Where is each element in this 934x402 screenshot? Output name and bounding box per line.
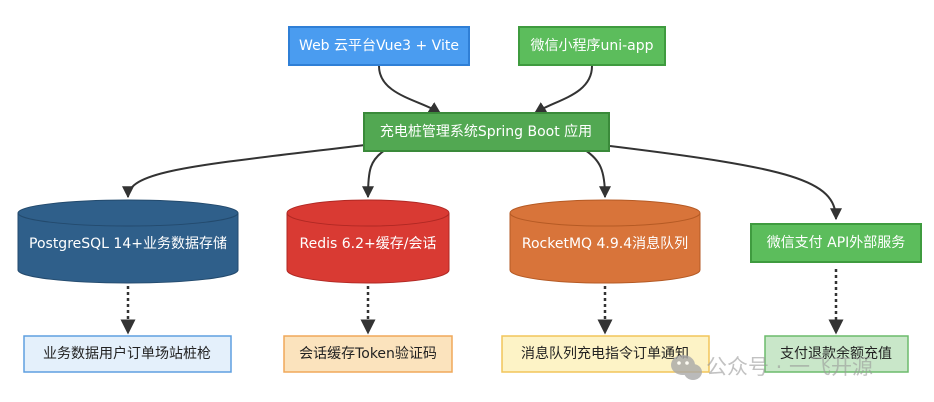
node-pg[interactable]: PostgreSQL 14+业务数据存储 xyxy=(17,199,239,284)
node-pay[interactable]: 微信支付 API外部服务 xyxy=(750,223,922,263)
node-mq-label: RocketMQ 4.9.4消息队列 xyxy=(522,235,688,252)
node-mini[interactable]: 微信小程序uni-app xyxy=(518,26,666,66)
node-mq[interactable]: RocketMQ 4.9.4消息队列 xyxy=(509,199,701,284)
node-web-box xyxy=(288,26,470,66)
node-redis-note-label: 会话缓存Token验证码 xyxy=(299,346,437,362)
node-app-label: 充电桩管理系统Spring Boot 应用 xyxy=(380,123,592,140)
node-mini-label: 微信小程序uni-app xyxy=(530,38,653,54)
node-pay-label: 微信支付 API外部服务 xyxy=(767,235,906,251)
node-web[interactable]: Web 云平台Vue3 + Vite xyxy=(288,26,470,66)
node-pg-body xyxy=(17,199,239,284)
node-web-label: Web 云平台Vue3 + Vite xyxy=(299,38,459,54)
node-redis-note-box xyxy=(283,335,453,373)
node-pg-note-label: 业务数据用户订单场站桩枪 xyxy=(43,345,211,362)
node-pay-note-label: 支付退款余额充值 xyxy=(780,345,892,362)
edge-app-to-redis xyxy=(362,149,386,199)
edge-mini-to-app xyxy=(533,65,593,114)
edge-app-to-mq xyxy=(584,149,611,199)
node-redis-body xyxy=(286,199,450,284)
node-pg-top xyxy=(17,212,239,227)
node-redis-top xyxy=(286,212,450,227)
node-pg-note-box xyxy=(23,335,232,373)
edge-app-to-pg xyxy=(122,144,366,199)
edges xyxy=(120,65,844,335)
node-mq-body xyxy=(509,199,701,284)
node-pg-label: PostgreSQL 14+业务数据存储 xyxy=(29,236,227,252)
watermark-text: 公众号 · 一飞开源 xyxy=(706,355,873,379)
node-pay-note[interactable]: 支付退款余额充值 xyxy=(764,335,909,373)
node-redis-label: Redis 6.2+缓存/会话 xyxy=(300,236,437,252)
node-redis[interactable]: Redis 6.2+缓存/会话 xyxy=(286,199,450,284)
watermark: 公众号 · 一飞开源 xyxy=(671,355,873,380)
node-redis-note[interactable]: 会话缓存Token验证码 xyxy=(283,335,453,373)
node-app-box xyxy=(363,112,610,152)
edge-web-to-app xyxy=(378,65,442,114)
node-mini-box xyxy=(518,26,666,66)
edge-app-to-pay xyxy=(609,145,842,221)
node-pg-note[interactable]: 业务数据用户订单场站桩枪 xyxy=(23,335,232,373)
node-pay-note-box xyxy=(764,335,909,373)
node-pay-box xyxy=(750,223,922,263)
node-app[interactable]: 充电桩管理系统Spring Boot 应用 xyxy=(363,112,610,152)
wechat-icon xyxy=(671,355,702,380)
node-mq-top xyxy=(509,212,701,227)
node-mq-note-label: 消息队列充电指令订单通知 xyxy=(521,345,689,362)
